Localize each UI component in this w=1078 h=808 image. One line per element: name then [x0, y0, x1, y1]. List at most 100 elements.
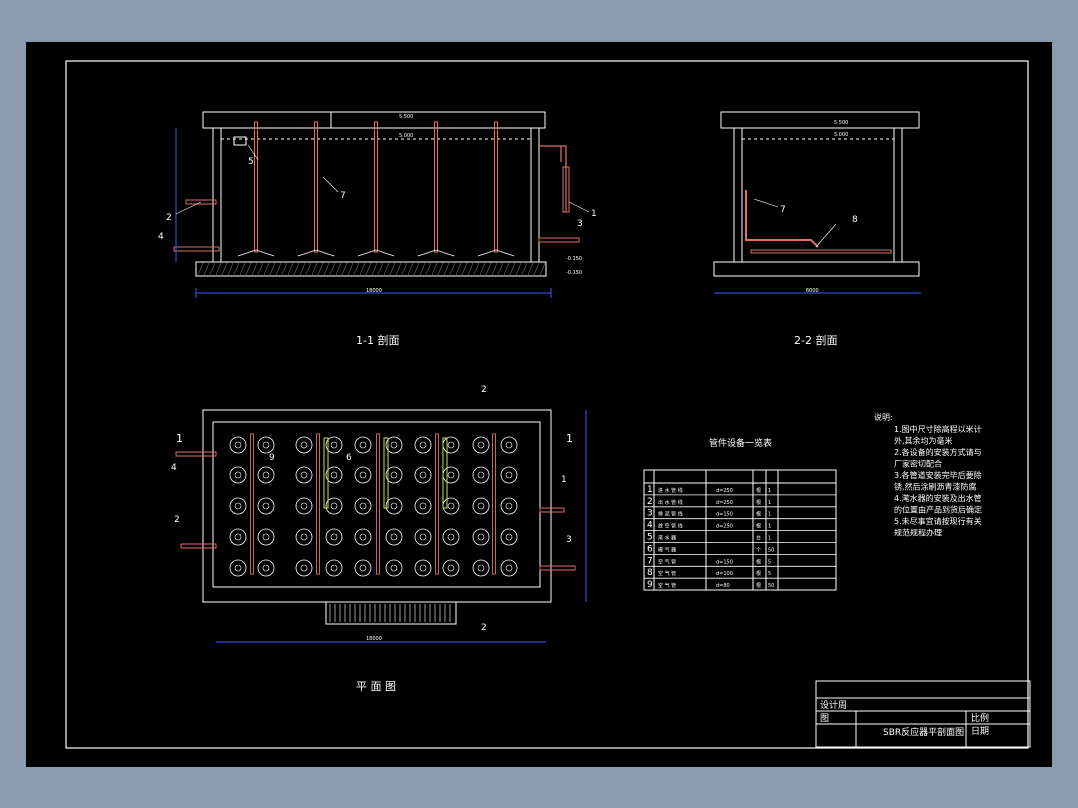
table-rows: 1 进 水 管 线 d=250 根 1 2 出 水 管 线 d=250 根 1 3 排 泥 管 线 d=… [644, 485, 836, 591]
table-cell-spec: d=150 [716, 559, 733, 565]
note-line: 外,其余均为毫米 [894, 436, 953, 446]
inner-border [65, 60, 1029, 749]
cad-drawing-frame: 18000 5.500 5.000 -0.150 -0.150 5 7 2 4 … [26, 42, 1052, 767]
s11-label-5: 5 [248, 157, 254, 167]
note-line: 1.图中尺寸除高程以米计 [894, 424, 982, 434]
base-hatch [197, 262, 546, 276]
table-cell-spec: d=100 [716, 571, 733, 577]
svg-text:5.500: 5.500 [834, 120, 848, 126]
s11-label-1: 1 [591, 209, 597, 219]
table-cell-name: 滗 水 器 [658, 535, 676, 542]
s11-label-4: 4 [158, 232, 164, 242]
svg-text:-0.150: -0.150 [566, 270, 582, 276]
plan-label-9: 9 [269, 453, 275, 463]
tb-row2: 图 [820, 713, 829, 724]
plan-label-1: 1 [561, 475, 567, 485]
table-cell-unit: 根 [756, 558, 761, 565]
table-cell-unit: 台 [756, 535, 761, 542]
plan-cut-2b: 2 [481, 623, 487, 633]
s22-label-7: 7 [780, 205, 786, 215]
plan-label-4: 4 [171, 463, 177, 473]
table-cell-no: 8 [647, 568, 653, 578]
table-cell-name: 空 气 管 [658, 558, 676, 565]
table-cell-qty: 50 [768, 547, 774, 553]
table-cell-name: 出 水 管 线 [658, 499, 683, 506]
table-cell-qty: 1 [768, 500, 771, 506]
svg-text:5.000: 5.000 [834, 132, 848, 138]
note-line: 2.各设备的安装方式请与 [894, 447, 982, 457]
table-cell-qty: 5 [768, 559, 771, 565]
table-cell-unit: 根 [756, 523, 761, 530]
table-cell-no: 1 [647, 485, 653, 495]
plan-label-6: 6 [346, 453, 352, 463]
table-cell-no: 5 [647, 533, 653, 543]
table-cell-qty: 1 [768, 488, 771, 494]
table-cell-unit: 个 [756, 547, 761, 553]
table-cell-no: 9 [647, 580, 653, 590]
note-line: 的位置由产品到货后确定 [894, 505, 982, 515]
table-cell-name: 排 泥 管 线 [658, 511, 683, 518]
s11-title: 1-1 剖面 [356, 333, 399, 347]
note-line: 3.各管道安装完毕后要除 [894, 470, 982, 480]
note-line: 锈,然后涂刷沥青漆防腐 [894, 482, 977, 492]
section-1-1: 18000 5.500 5.000 -0.150 -0.150 5 7 2 4 … [158, 111, 597, 347]
air-pipes [237, 121, 515, 257]
plan-title: 平 面 图 [356, 680, 396, 693]
plan-label-3: 3 [566, 535, 572, 545]
title-block: 设计周 图 SBR反应器平剖面图 比例 日期 [815, 680, 1031, 748]
table-cell-spec: d=250 [716, 488, 733, 494]
tb-date: 日期 [971, 726, 989, 737]
section-2-2: 6000 5.500 5.000 7 8 2-2 剖面 [713, 111, 921, 347]
svg-text:5.500: 5.500 [399, 114, 413, 120]
note-line: 规范规程办理 [894, 528, 942, 538]
svg-text:5.000: 5.000 [399, 133, 413, 139]
aerator-grid [229, 433, 518, 577]
s11-label-7: 7 [340, 191, 346, 201]
note-line: 厂家密切配合 [894, 459, 942, 469]
note-line: 4.滗水器的安装及出水管 [894, 493, 982, 503]
table-cell-name: 进 水 管 线 [658, 487, 683, 494]
s11-label-2: 2 [166, 213, 172, 223]
table-cell-unit: 根 [756, 487, 761, 494]
table-cell-unit: 根 [756, 499, 761, 506]
table-cell-spec: d=250 [716, 500, 733, 506]
plan-cut-1b: 1 [566, 432, 573, 445]
tb-scale: 比例 [971, 712, 989, 724]
table-cell-qty: 50 [768, 583, 774, 589]
plan-view: 18000 1 1 2 2 4 2 1 3 9 6 平 面 图 [171, 385, 587, 693]
svg-text:6000: 6000 [806, 288, 819, 294]
table-cell-spec: d=150 [716, 512, 733, 518]
svg-text:18000: 18000 [366, 636, 382, 642]
notes-heading: 说明: [874, 412, 893, 422]
s22-title: 2-2 剖面 [794, 333, 837, 347]
plan-cut-2a: 2 [481, 385, 487, 395]
table-cell-no: 4 [647, 521, 653, 531]
table-cell-unit: 根 [756, 570, 761, 577]
plan-cut-1a: 1 [176, 432, 183, 445]
svg-text:18000: 18000 [366, 288, 382, 294]
table-cell-no: 6 [647, 544, 653, 554]
table-cell-name: 放 空 管 线 [658, 523, 683, 530]
note-line: 5.未尽事宜请按现行有关 [894, 516, 982, 526]
table-cell-name: 空 气 管 [658, 582, 676, 589]
table-cell-qty: 1 [768, 524, 771, 530]
s11-label-3: 3 [577, 219, 583, 229]
table-cell-spec: d=250 [716, 524, 733, 530]
table-cell-qty: 5 [768, 571, 771, 577]
table-cell-no: 2 [647, 497, 653, 507]
plan-label-2: 2 [174, 515, 180, 525]
table-cell-spec: d=80 [716, 583, 730, 589]
grating [329, 604, 451, 622]
table-cell-no: 7 [647, 556, 653, 566]
cad-drawing-canvas: 18000 5.500 5.000 -0.150 -0.150 5 7 2 4 … [65, 60, 1031, 749]
table-cell-unit: 根 [756, 511, 761, 518]
tb-designer: 设计周 [820, 699, 847, 711]
s22-label-8: 8 [852, 215, 858, 225]
table-cell-qty: 1 [768, 536, 771, 542]
table-cell-name: 曝 气 器 [658, 546, 676, 553]
svg-text:-0.150: -0.150 [566, 256, 582, 262]
table-cell-no: 3 [647, 509, 653, 519]
table-title: 管件设备一览表 [709, 437, 772, 449]
